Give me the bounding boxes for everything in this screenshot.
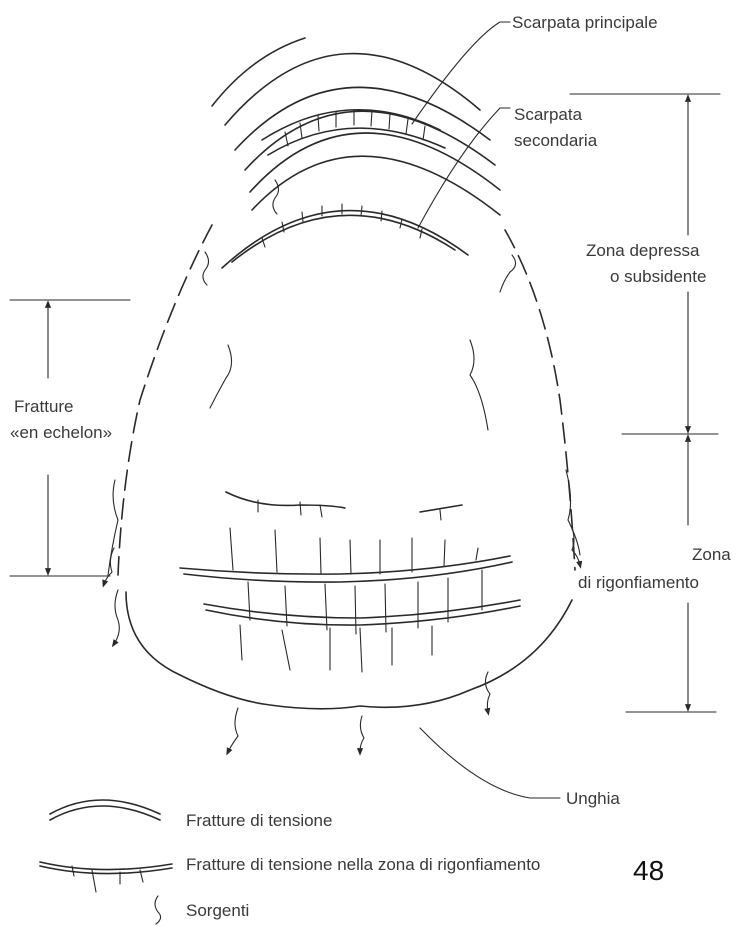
legend-springs-label: Sorgenti	[186, 901, 249, 920]
en-echelon-cracks	[108, 340, 580, 575]
label-secondary-scarp-2: secondaria	[514, 131, 598, 150]
secondary-scarp	[222, 204, 468, 268]
label-main-scarp: Scarpata principale	[512, 13, 658, 32]
label-bulge-zone-1: Zona	[692, 545, 731, 564]
label-depressed-zone-1: Zona depressa	[586, 241, 700, 260]
bulge-cracks	[180, 528, 520, 672]
label-en-echelon-1: Fratture	[14, 397, 74, 416]
label-toe: Unghia	[566, 789, 620, 808]
dimension-right	[570, 94, 720, 712]
label-secondary-scarp-1: Scarpata	[514, 105, 583, 124]
legend-tension-label: Fratture di tensione	[186, 811, 332, 830]
label-depressed-zone-2: o subsidente	[610, 267, 706, 286]
label-en-echelon-2: «en echelon»	[10, 423, 112, 442]
landslide-flanks	[118, 180, 575, 575]
legend-bulge-symbol	[40, 862, 172, 870]
bulge-upper-cracks	[226, 492, 462, 520]
page-number: 48	[633, 855, 664, 886]
legend: Fratture di tensione Fratture di tension…	[40, 800, 540, 924]
legend-spring-symbol	[155, 896, 161, 924]
label-bulge-zone-2: di rigonfiamento	[578, 573, 699, 592]
springs	[104, 528, 580, 752]
legend-bulge-label: Fratture di tensione nella zona di rigon…	[186, 855, 540, 874]
